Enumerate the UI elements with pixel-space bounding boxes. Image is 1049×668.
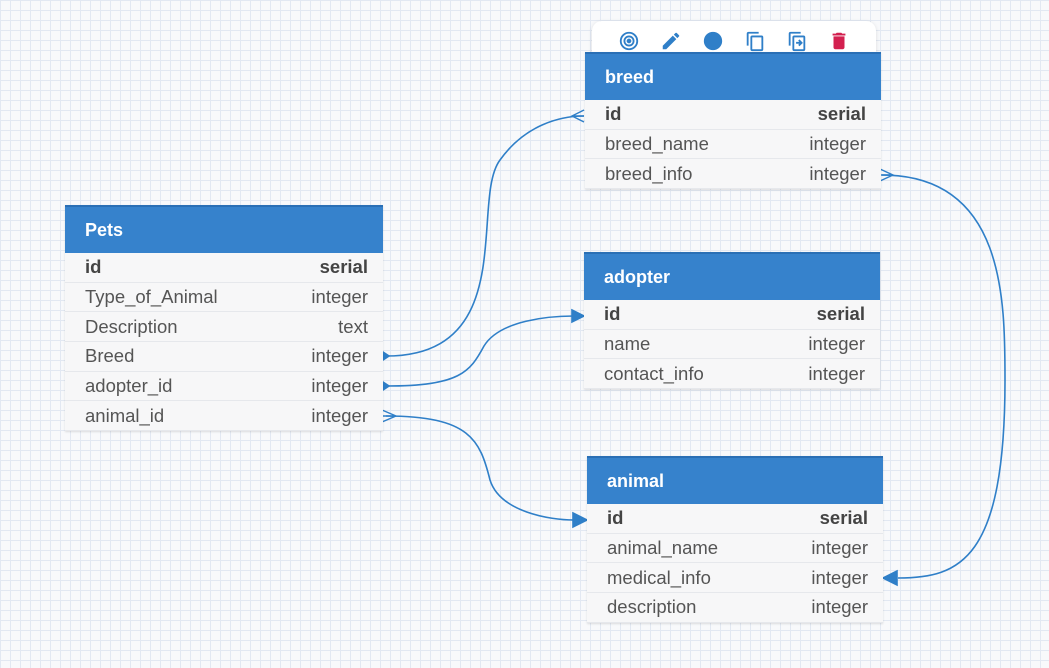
arrow-marker [571,308,586,324]
column-type: integer [811,537,868,559]
many-marker [570,109,585,123]
column-row[interactable]: adopter_id integer [65,372,383,402]
column-type: integer [811,566,868,588]
table-pets[interactable]: Pets id serial Type_of_Animal integer De… [65,205,383,432]
column-name: name [604,333,651,355]
column-name: id [604,303,621,325]
column-row[interactable]: id serial [584,300,880,330]
column-type: integer [811,596,868,618]
column-name: id [605,103,622,125]
column-name: Type_of_Animal [85,286,218,308]
column-type: integer [311,286,368,308]
trash-icon[interactable] [827,29,851,53]
column-row[interactable]: Type_of_Animal integer [65,283,383,313]
column-name: breed_name [605,133,709,155]
column-row[interactable]: medical_info integer [587,563,883,594]
many-marker [879,168,895,182]
column-row[interactable]: Breed integer [65,342,383,372]
column-name: Description [85,315,178,337]
duplicate-icon[interactable] [785,29,809,53]
column-row[interactable]: id serial [587,504,883,534]
edge-pets-breed-to-breed-id[interactable] [385,115,585,357]
column-type: serial [819,507,868,529]
column-type: integer [809,162,866,184]
column-name: animal_name [607,537,719,559]
column-row[interactable]: name integer [584,330,880,360]
one-marker [382,380,391,392]
column-name: id [607,507,624,529]
column-name: medical_info [607,566,711,588]
copy-icon[interactable] [743,29,767,53]
column-name: contact_info [604,362,704,384]
column-row[interactable]: contact_info integer [584,359,880,390]
column-type: text [338,315,368,337]
column-name: adopter_id [85,375,173,397]
edge-breed-info-to-animal-medical[interactable] [881,174,1006,579]
column-row[interactable]: breed_info integer [585,159,881,190]
column-row[interactable]: breed_name integer [585,130,881,160]
column-name: animal_id [85,404,165,426]
column-type: integer [311,345,368,367]
column-row[interactable]: id serial [65,253,383,283]
column-name: breed_info [605,162,693,184]
table-breed[interactable]: breed id serial breed_name integer breed… [585,52,881,190]
column-name: id [85,256,102,278]
column-type: serial [817,103,866,125]
target-icon[interactable] [617,29,641,53]
table-header[interactable]: Pets [65,205,383,253]
column-row[interactable]: animal_id integer [65,401,383,432]
column-row[interactable]: description integer [587,593,883,623]
table-header[interactable]: animal [587,456,883,504]
edge-pets-animal-to-animal-id[interactable] [385,415,575,521]
table-adopter[interactable]: adopter id serial name integer contact_i… [584,252,880,390]
one-marker [382,350,391,362]
many-marker [381,409,398,423]
column-row[interactable]: Description text [65,312,383,343]
table-header[interactable]: adopter [584,252,880,300]
column-row[interactable]: animal_name integer [587,534,883,564]
column-type: integer [809,133,866,155]
column-name: Breed [85,345,135,367]
table-header[interactable]: breed [585,52,881,100]
column-type: serial [816,303,865,325]
table-animal[interactable]: animal id serial animal_name integer med… [587,456,883,623]
edge-pets-adopter-to-adopter-id[interactable] [385,315,575,387]
column-type: integer [808,333,865,355]
column-type: integer [808,362,865,384]
column-type: integer [311,375,368,397]
arrow-marker [881,569,898,587]
arrow-marker [572,511,589,529]
pencil-icon[interactable] [659,29,683,53]
circle-icon[interactable] [701,29,725,53]
column-type: serial [319,256,368,278]
column-type: integer [311,404,368,426]
column-name: description [607,596,697,618]
column-row[interactable]: id serial [585,100,881,130]
